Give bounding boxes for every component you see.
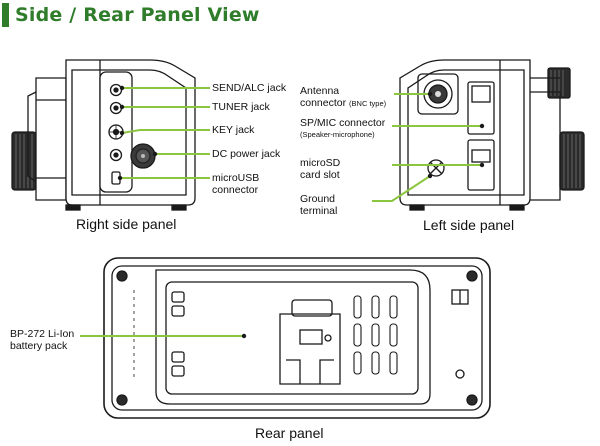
antenna-connector-label-line2: connector (BNC type) [300, 97, 386, 110]
right-side-panel-caption: Right side panel [76, 216, 177, 232]
antenna-connector-note: (BNC type) [349, 99, 387, 108]
title-text: Side / Rear Panel View [15, 4, 260, 26]
rear-panel-caption: Rear panel [255, 425, 324, 441]
battery-pack-label: BP-272 Li-Ion [10, 328, 75, 340]
leader-dot [241, 333, 247, 339]
ground-terminal-label: Ground [300, 193, 336, 205]
microsd-card-slot-label: microSD [300, 157, 341, 169]
key-jack-label: KEY jack [212, 124, 255, 136]
leader-dot [479, 123, 485, 129]
antenna-connector-label: Antenna [300, 85, 340, 97]
sp-mic-connector-note: (Speaker-microphone) [300, 130, 375, 139]
ground-terminal-label-line2: terminal [300, 205, 338, 217]
leader-dot [427, 91, 433, 97]
title-accent-bar [2, 3, 9, 27]
left-panel-leaders [372, 93, 482, 202]
left-side-panel-drawing [399, 59, 585, 211]
battery-pack-label-line2: battery pack [10, 340, 68, 352]
microusb-connector-label-line2: connector [212, 184, 259, 196]
tuner-jack-label: TUNER jack [212, 101, 270, 113]
antenna-connector-word: connector [300, 97, 347, 109]
leader-dot [119, 130, 125, 136]
rear-panel-drawing [103, 257, 491, 419]
leader-dot [427, 173, 433, 179]
right-side-panel-drawing [11, 59, 196, 211]
leader-dot [479, 162, 485, 168]
leader-dot [152, 151, 158, 157]
microusb-connector-label: microUSB [212, 172, 260, 184]
leader-dot [117, 175, 123, 181]
microsd-card-slot-label-line2: card slot [300, 169, 340, 181]
dc-power-jack-label: DC power jack [212, 148, 281, 160]
page-title: Side / Rear Panel View [2, 1, 260, 29]
left-side-panel-caption: Left side panel [423, 217, 515, 233]
send-alc-jack-label: SEND/ALC jack [212, 82, 287, 94]
leader-dot [119, 85, 125, 91]
right-panel-leaders [120, 87, 210, 179]
leader-dot [119, 104, 125, 110]
sp-mic-connector-label: SP/MIC connector [300, 117, 386, 129]
